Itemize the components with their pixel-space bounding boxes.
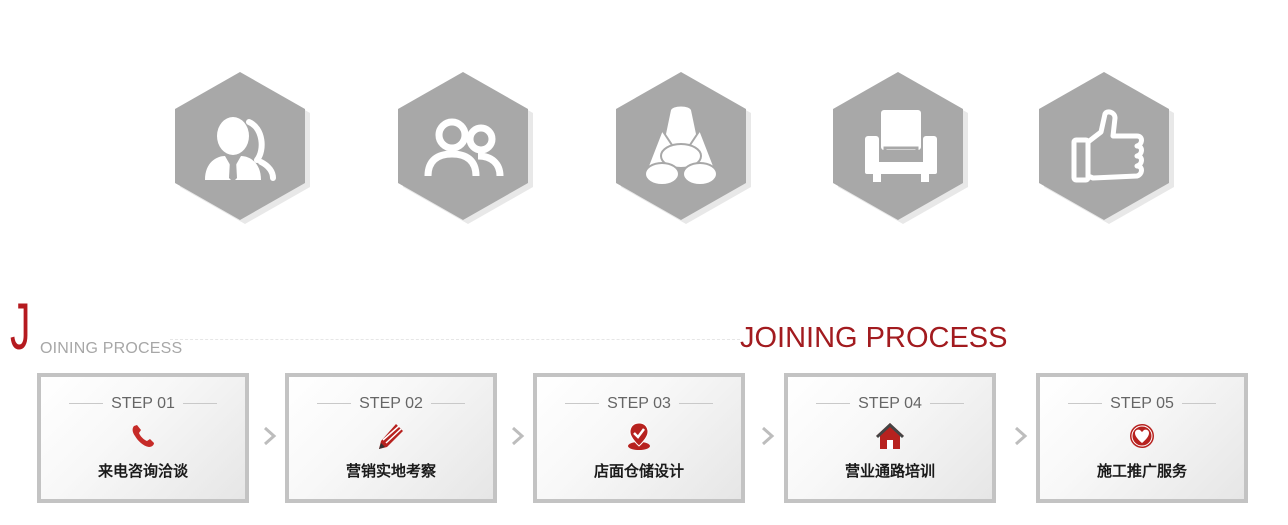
pipes-icon	[644, 104, 718, 186]
hexagon-pipes	[614, 70, 754, 230]
step-label: STEP 05	[1110, 395, 1174, 412]
step-label: STEP 01	[111, 395, 175, 412]
pencil-icon	[376, 421, 406, 451]
hexagon-thumbs-up	[1037, 70, 1177, 230]
hexagon-armchair	[831, 70, 971, 230]
hexagon-group	[396, 70, 536, 230]
divider	[170, 339, 740, 340]
hexagon-consultant	[173, 70, 313, 230]
group-icon	[424, 118, 504, 177]
chevron-right-icon	[1013, 425, 1029, 447]
page-title: JOINING PROCESS	[740, 322, 1008, 354]
location-check-icon	[624, 421, 654, 451]
step-text: 施工推广服务	[1096, 463, 1187, 480]
chevron-right-icon	[760, 425, 776, 447]
big-letter-j: J	[10, 289, 31, 363]
consultant-icon	[246, 119, 276, 181]
step-card-5[interactable]: STEP 05 施工推广服务	[1036, 373, 1248, 503]
chevron-right-icon	[510, 425, 526, 447]
step-card-4[interactable]: STEP 04 营业通路培训	[784, 373, 996, 503]
step-text: 营销实地考察	[345, 463, 436, 480]
step-card-2[interactable]: STEP 02 营销实地考察	[285, 373, 497, 503]
step-text: 营业通路培训	[844, 463, 935, 480]
armchair-icon	[865, 110, 937, 182]
step-text: 店面仓储设计	[593, 463, 684, 480]
phone-icon	[128, 421, 158, 451]
thumbs-up-icon	[1071, 109, 1144, 183]
step-text: 来电咨询洽谈	[97, 463, 188, 480]
step-label: STEP 03	[607, 395, 671, 412]
heart-icon	[1127, 421, 1157, 451]
step-card-3[interactable]: STEP 03 店面仓储设计	[533, 373, 745, 503]
step-card-1[interactable]: STEP 01 来电咨询洽谈	[37, 373, 249, 503]
subtitle: OINING PROCESS	[40, 340, 183, 357]
step-label: STEP 04	[858, 395, 922, 412]
chevron-right-icon	[262, 425, 278, 447]
house-icon	[875, 421, 905, 451]
step-label: STEP 02	[359, 395, 423, 412]
